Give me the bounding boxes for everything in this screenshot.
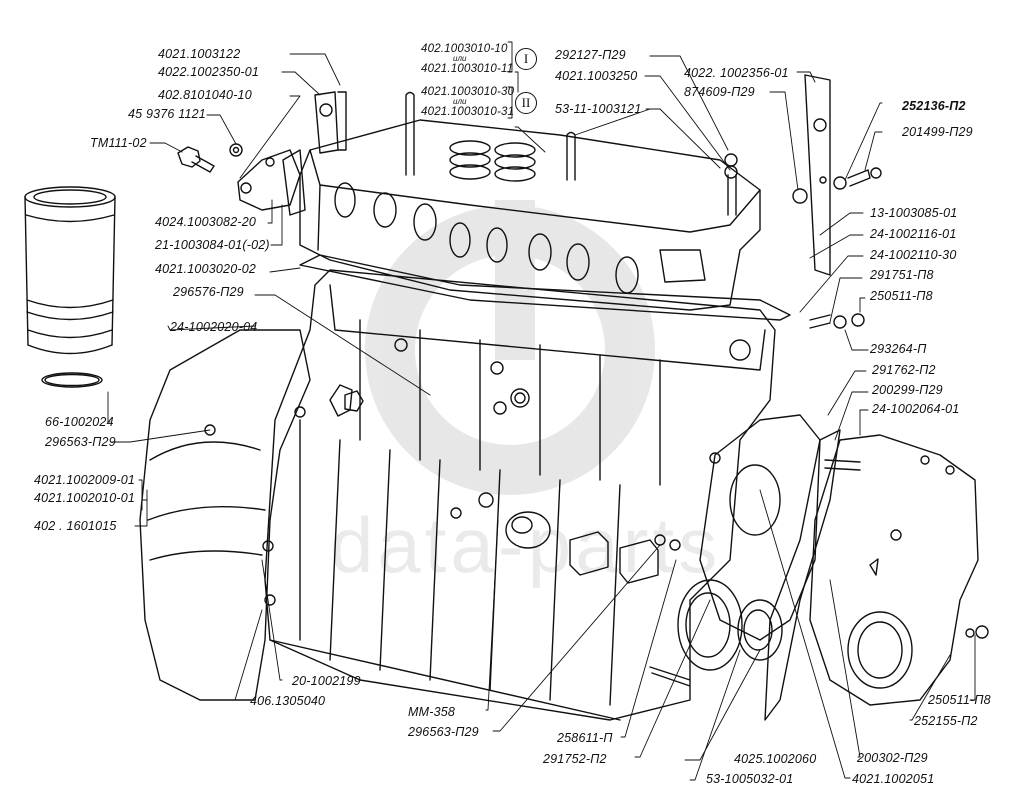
clutch-housing [139, 329, 311, 701]
label-4024-1003082-20: 4024.1003082-20 [155, 215, 257, 229]
label-406-1305040: 406.1305040 [250, 694, 326, 708]
label-53-11-1003121: 53-11-1003121 [555, 102, 642, 116]
label-200302-p29: 200302-П29 [857, 751, 928, 765]
label-296576-p29: 296576-П29 [173, 285, 244, 299]
label-21-1003084-01: 21-1003084-01(-02) [155, 238, 270, 252]
label-291752-p2: 291752-П2 [543, 752, 607, 766]
label-24-1002020-04: 24-1002020-04 [170, 320, 258, 334]
label-4021-1003122: 4021.1003122 [158, 47, 241, 61]
lifting-bracket [804, 74, 831, 276]
label-4021-1003250: 4021.1003250 [555, 69, 638, 83]
label-250511-p8-bottom: 250511-П8 [928, 693, 991, 707]
label-4022-1002350-01: 4022.1002350-01 [158, 65, 260, 79]
label-874609-p29: 874609-П29 [684, 85, 755, 99]
label-4021-1003010-30: 4021.1003010-30 [421, 86, 515, 98]
label-24-1002110-30: 24-1002110-30 [870, 248, 957, 262]
timing-cover-gasket [764, 429, 841, 721]
cylinder-liner [24, 186, 116, 355]
timing-cover [809, 434, 979, 706]
label-402-1601015: 402 . 1601015 [34, 519, 117, 533]
label-292127-p29: 292127-П29 [555, 48, 626, 62]
label-53-1005032-01: 53-1005032-01 [706, 772, 794, 786]
temperature-sensor [177, 146, 215, 173]
label-4021-1002010-01: 4021.1002010-01 [34, 491, 136, 505]
watermark-logo [365, 200, 655, 495]
crankshaft-oil-seal [677, 579, 743, 671]
label-258611-p: 258611-П [557, 731, 613, 745]
watermark-text: data-parts [330, 501, 722, 589]
stud-washer-nut [809, 313, 865, 329]
label-4025-1002060: 4025.1002060 [734, 752, 817, 766]
liner-seal-ring [41, 372, 103, 388]
label-13-1003085-01: 13-1003085-01 [870, 206, 958, 220]
label-252136-p2: 252136-П2 [902, 99, 966, 113]
small-nut [229, 143, 243, 157]
label-24-1002064-01: 24-1002064-01 [872, 402, 960, 416]
label-4021-1002009-01: 4021.1002009-01 [34, 473, 136, 487]
label-24-1002116-01: 24-1002116-01 [870, 227, 957, 241]
leader-lines [107, 53, 976, 781]
label-4021-1003010-11: 4021.1003010-11 [421, 63, 514, 75]
group-brackets [507, 41, 513, 119]
label-20-1002199: 20-1002199 [292, 674, 361, 688]
label-or-1: или [453, 54, 467, 63]
label-or-2: или [453, 97, 467, 106]
variant-I-marker: I [515, 48, 537, 70]
label-tm111-02: TM111-02 [90, 136, 147, 150]
label-296563-p29-bottom: 296563-П29 [408, 725, 479, 739]
rear-studs [649, 459, 861, 687]
crankshaft-seal-ring [737, 599, 783, 661]
label-296563-p29-left: 296563-П29 [45, 435, 116, 449]
label-4021-1002051: 4021.1002051 [852, 772, 935, 786]
bolt-washer-set [724, 153, 882, 204]
label-mm-358: MM-358 [408, 705, 456, 719]
label-4021-1003020-02: 4021.1003020-02 [155, 262, 257, 276]
label-4021-1003010-31: 4021.1003010-31 [421, 106, 515, 118]
label-252155-p2: 252155-П2 [914, 714, 978, 728]
label-402-1003010-10: 402.1003010-10 [421, 43, 508, 55]
head-gasket [299, 254, 791, 321]
cover-nut [965, 625, 989, 639]
label-201499-p29: 201499-П29 [902, 125, 973, 139]
label-200299-p29: 200299-П29 [872, 383, 943, 397]
label-402-8101040-10: 402.8101040-10 [158, 88, 252, 102]
label-66-1002024: 66-1002024 [45, 415, 114, 429]
label-291762-p2: 291762-П2 [872, 363, 936, 377]
label-291751-p8: 291751-П8 [870, 268, 934, 282]
variant-II-marker: II [515, 92, 537, 114]
label-293264-p: 293264-П [870, 342, 927, 356]
label-4022-1002356-01: 4022. 1002356-01 [684, 66, 789, 80]
label-250511-p8-top: 250511-П8 [870, 289, 933, 303]
label-45-9376-1121: 45 9376 1121 [128, 107, 206, 121]
